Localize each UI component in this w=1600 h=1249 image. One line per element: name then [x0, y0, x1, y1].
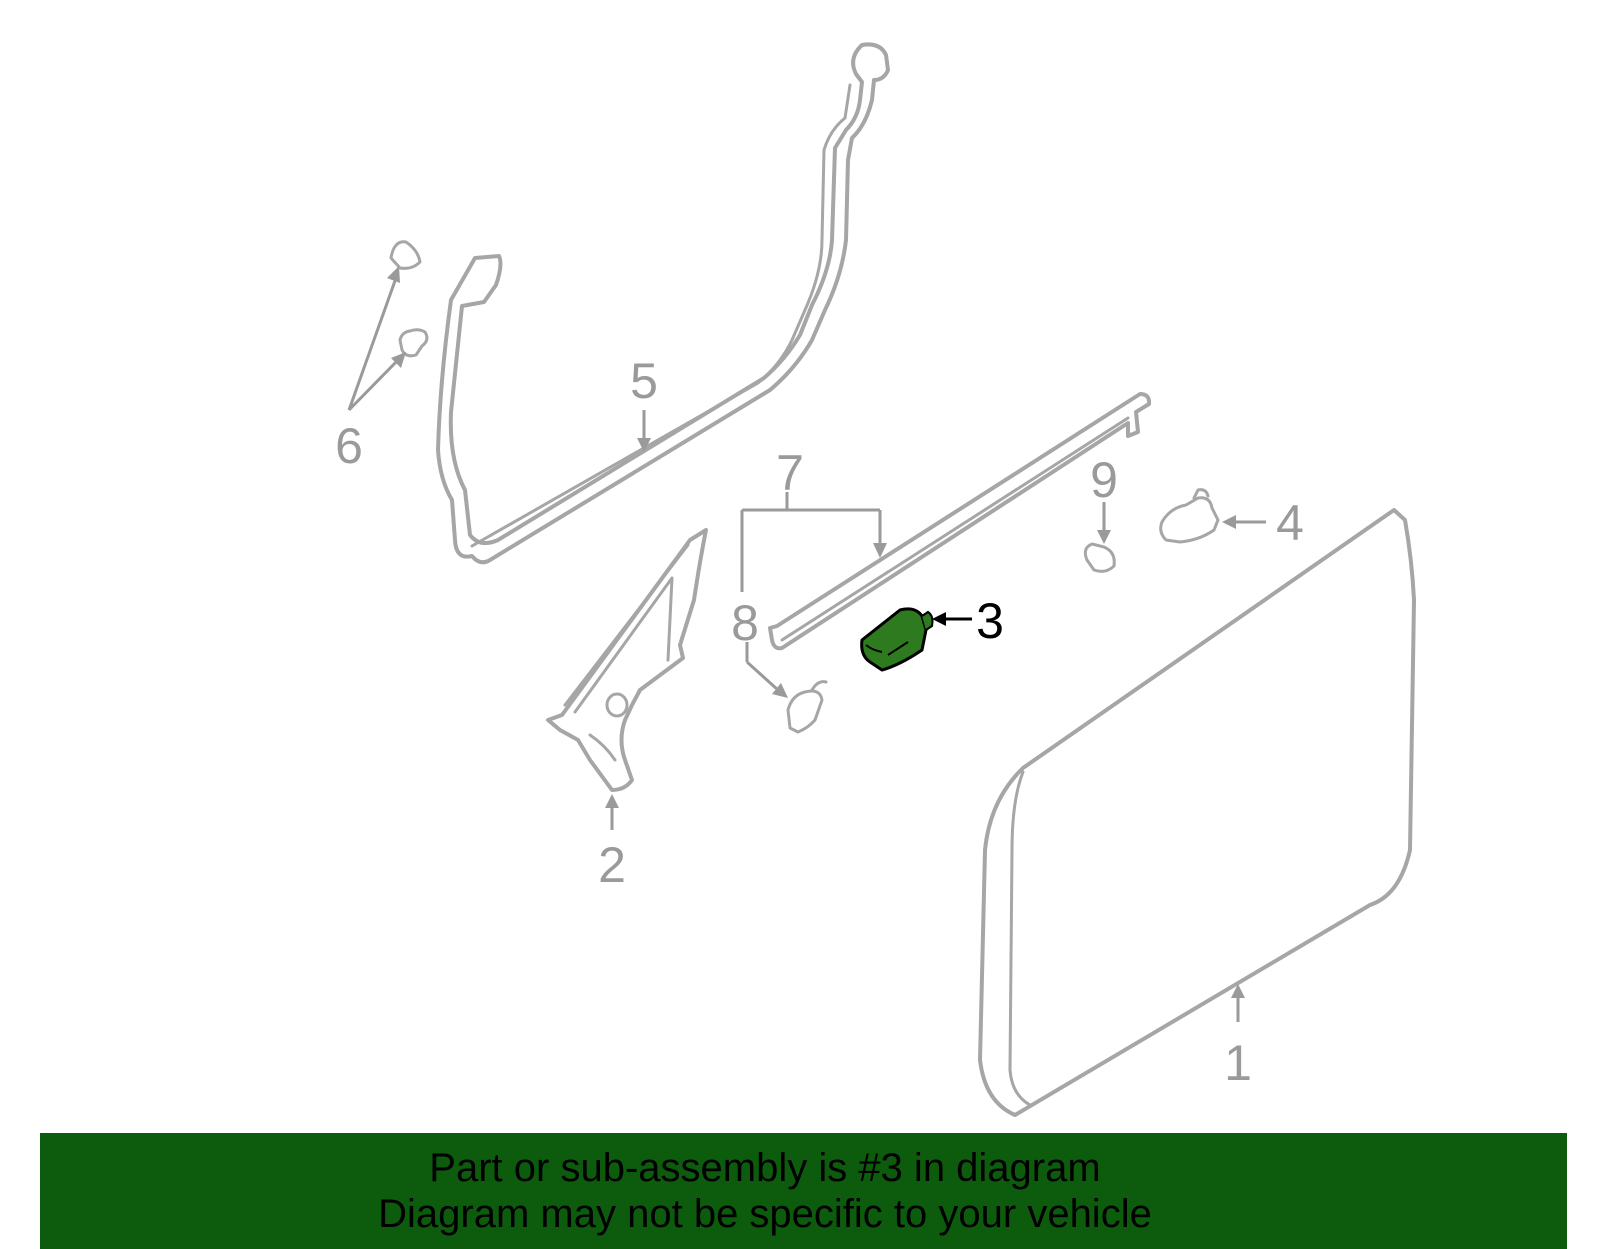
- callout-6-label: 6: [335, 418, 363, 474]
- part-info-banner: Part or sub-assembly is #3 in diagram Di…: [40, 1133, 1567, 1249]
- banner-disclaimer-text: Diagram may not be specific to your vehi…: [378, 1192, 1152, 1236]
- part-8-clip: [786, 680, 828, 734]
- callout-3-label: 3: [976, 593, 1004, 649]
- callout-2-label: 2: [598, 837, 626, 893]
- part-5-weatherstrip: [436, 42, 890, 565]
- callout-1: 1: [1224, 984, 1252, 1091]
- part-1-door-glass: [978, 508, 1416, 1117]
- callout-2: 2: [598, 794, 626, 893]
- callout-4: 4: [1222, 495, 1304, 551]
- callout-6: 6: [335, 266, 406, 474]
- callout-9-label: 9: [1090, 452, 1118, 508]
- banner-part-text: Part or sub-assembly is #3 in diagram: [429, 1146, 1101, 1190]
- part-7-belt-molding: [768, 392, 1152, 651]
- callout-7-label: 7: [776, 445, 804, 501]
- callout-5-label: 5: [630, 353, 658, 409]
- callout-4-label: 4: [1276, 495, 1304, 551]
- callout-1-label: 1: [1224, 1035, 1252, 1091]
- callout-7: 7: [740, 445, 887, 592]
- callout-8: 8: [731, 595, 788, 698]
- callout-5: 5: [630, 353, 658, 452]
- callout-3: 3: [932, 593, 1004, 649]
- part-9-plug: [1083, 542, 1116, 573]
- part-2-window-bracket: [546, 528, 708, 792]
- part-4-bracket: [1159, 488, 1220, 544]
- part-3-highlighted: [860, 607, 934, 672]
- part-6-clips: [389, 240, 429, 358]
- callout-9: 9: [1090, 452, 1118, 544]
- callout-8-label: 8: [731, 595, 759, 651]
